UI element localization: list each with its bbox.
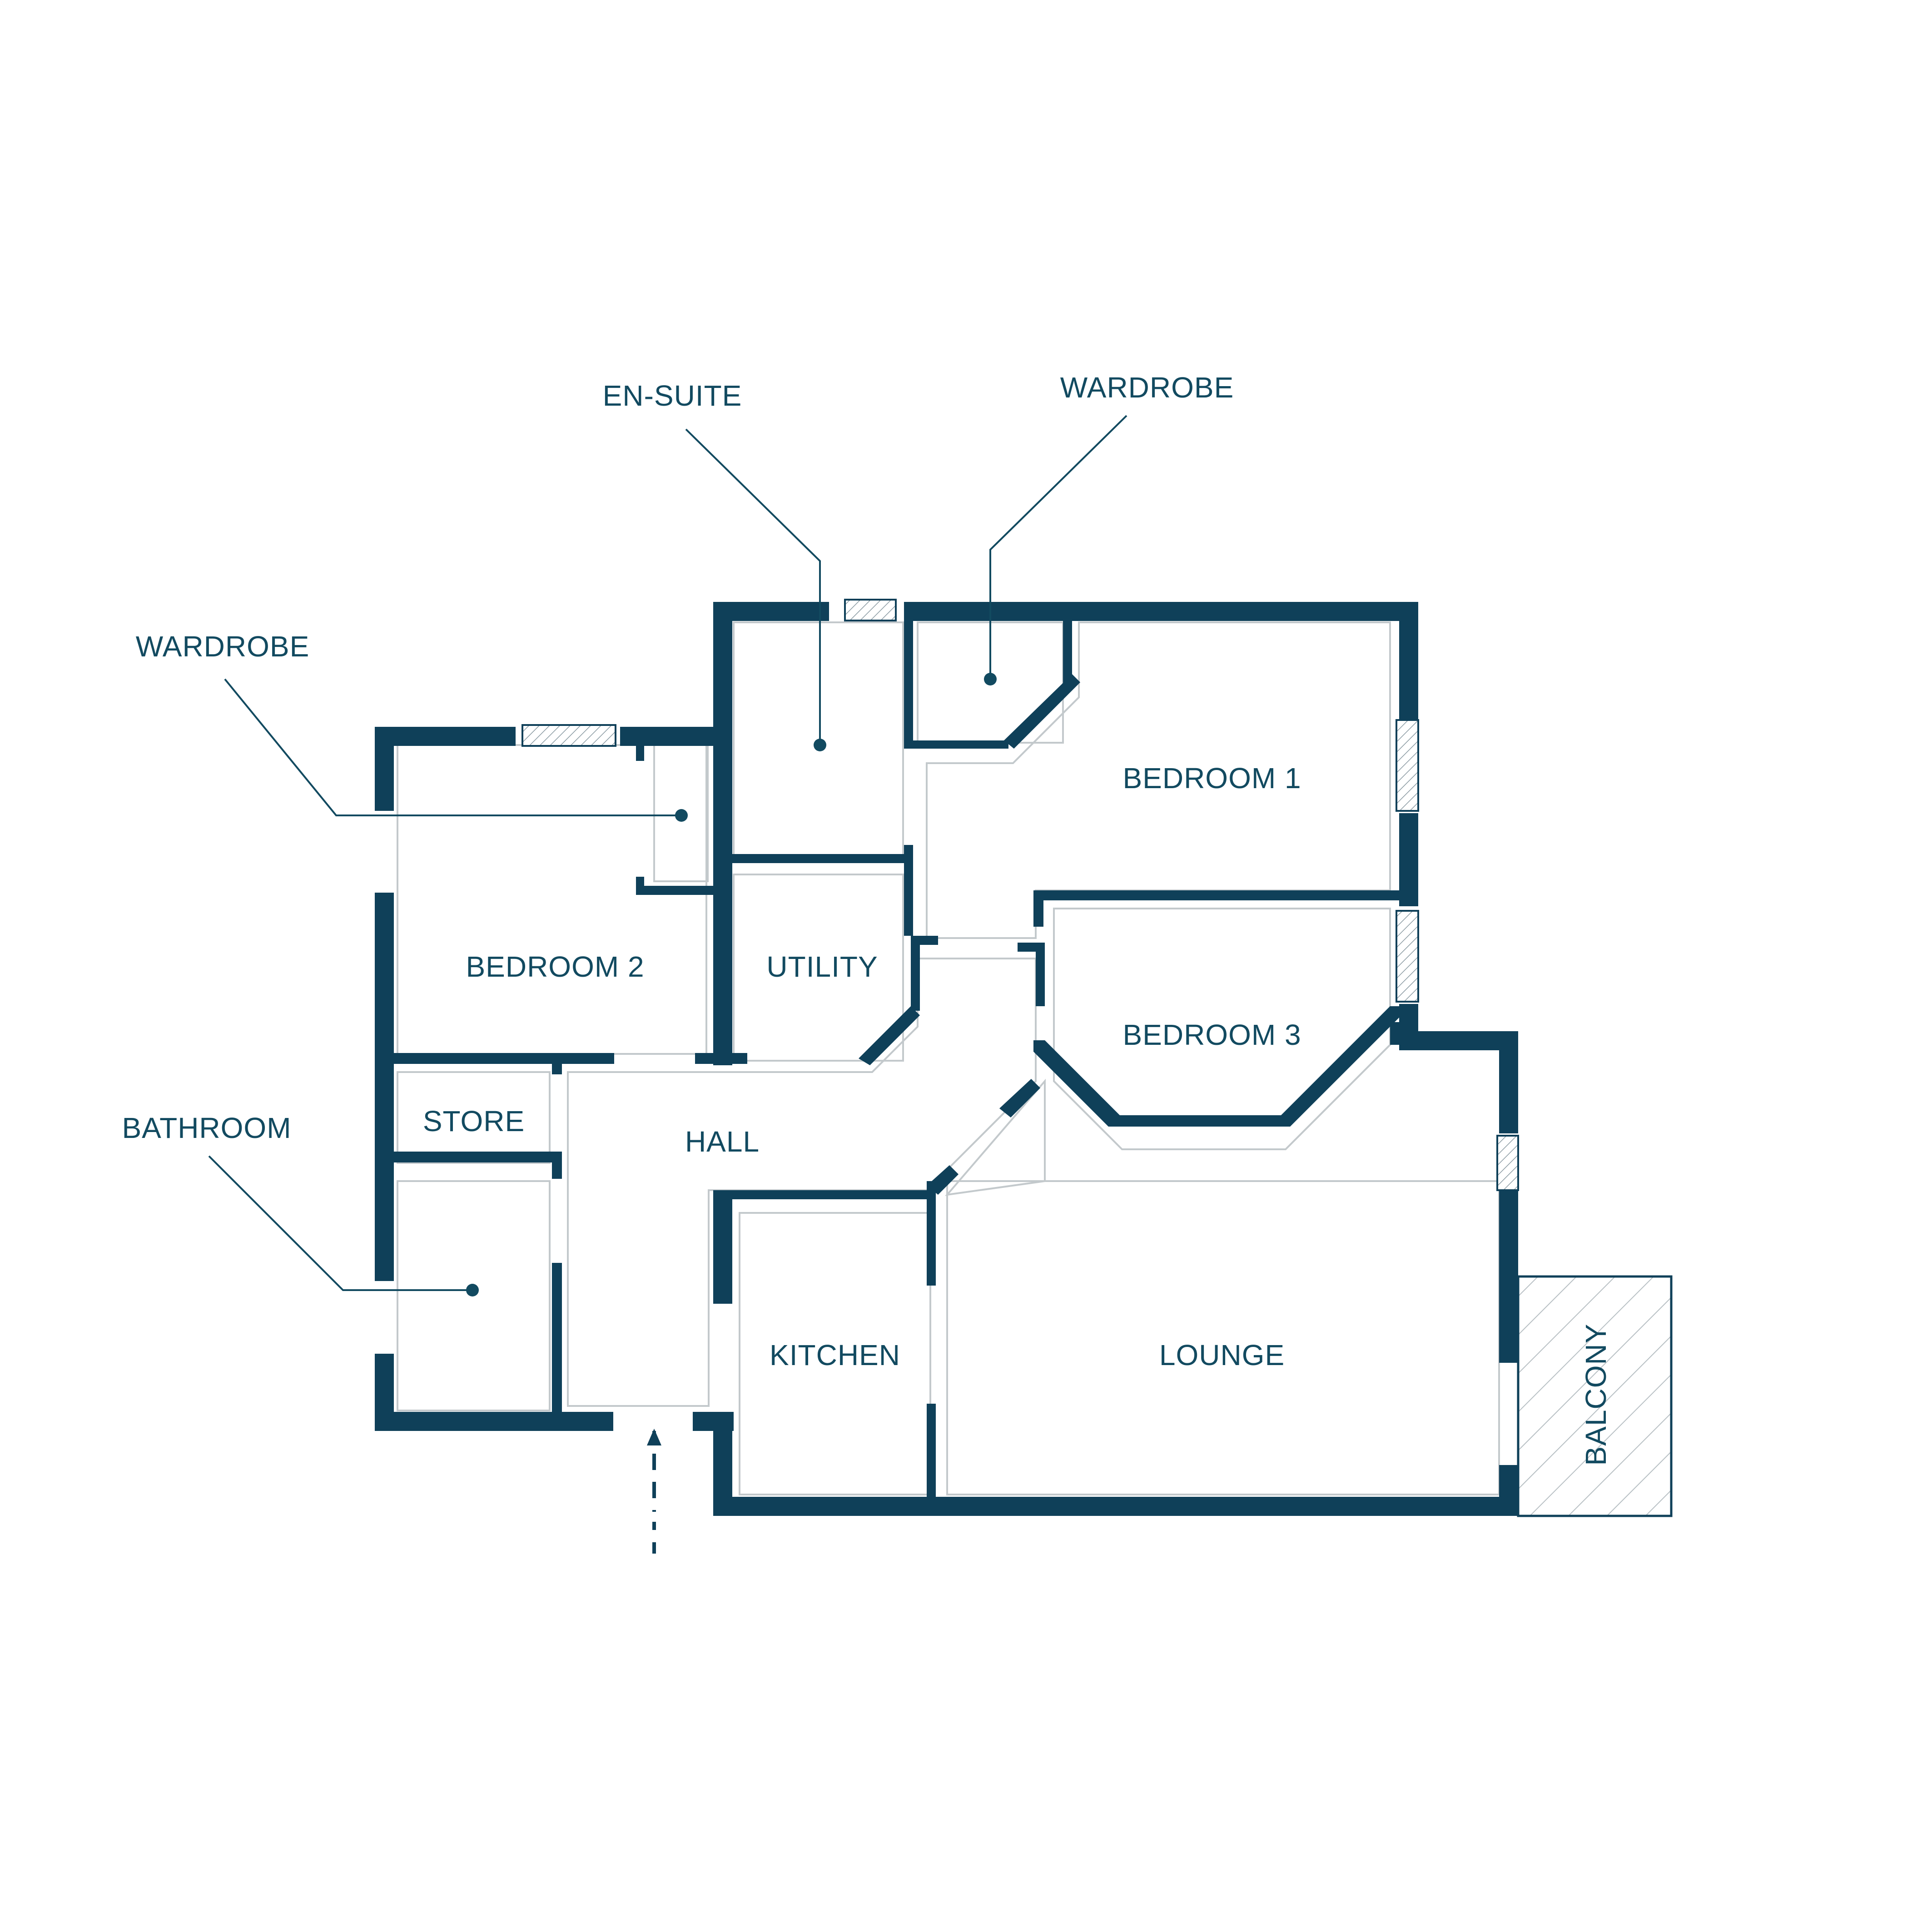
kitchen-label: KITCHEN [770,1339,900,1371]
bedroom-1-label: BEDROOM 1 [1122,762,1301,795]
bedroom-2-label: BEDROOM 2 [466,950,644,983]
hall-label: HALL [685,1125,760,1158]
wardrobe-bedroom1-marker [984,673,997,685]
store-label: STORE [423,1105,525,1137]
entrance-arrow-icon [647,1429,661,1554]
window-icon [1496,1135,1519,1191]
leader-bathroom [208,1155,472,1291]
bathroom-marker [466,1284,479,1296]
callout-leaders [208,415,1127,1296]
leader-en-suite [685,428,821,745]
window-icon [521,724,616,747]
wardrobe-bedroom1-label: WARDROBE [1060,371,1234,404]
windows [521,599,1519,1191]
wardrobe-bedroom2-marker [675,809,688,822]
bedroom-3-label: BEDROOM 3 [1122,1018,1301,1051]
window-icon [844,599,897,621]
balcony-area [1517,1275,1673,1517]
leader-wardrobe-bedroom2 [224,678,681,816]
leader-wardrobe-bedroom1 [989,415,1127,679]
bathroom-label: BATHROOM [122,1112,291,1144]
interior-walls [394,602,1418,1420]
en-suite-label: EN-SUITE [603,379,742,412]
en-suite-marker [814,739,826,751]
walls [375,602,1518,1516]
wardrobe-bedroom2-label: WARDROBE [136,630,310,663]
lounge-label: LOUNGE [1159,1339,1285,1371]
balcony-label: BALCONY [1579,1324,1612,1466]
window-icon [1396,719,1419,812]
utility-label: UTILITY [766,950,878,983]
window-icon [1396,910,1419,1003]
